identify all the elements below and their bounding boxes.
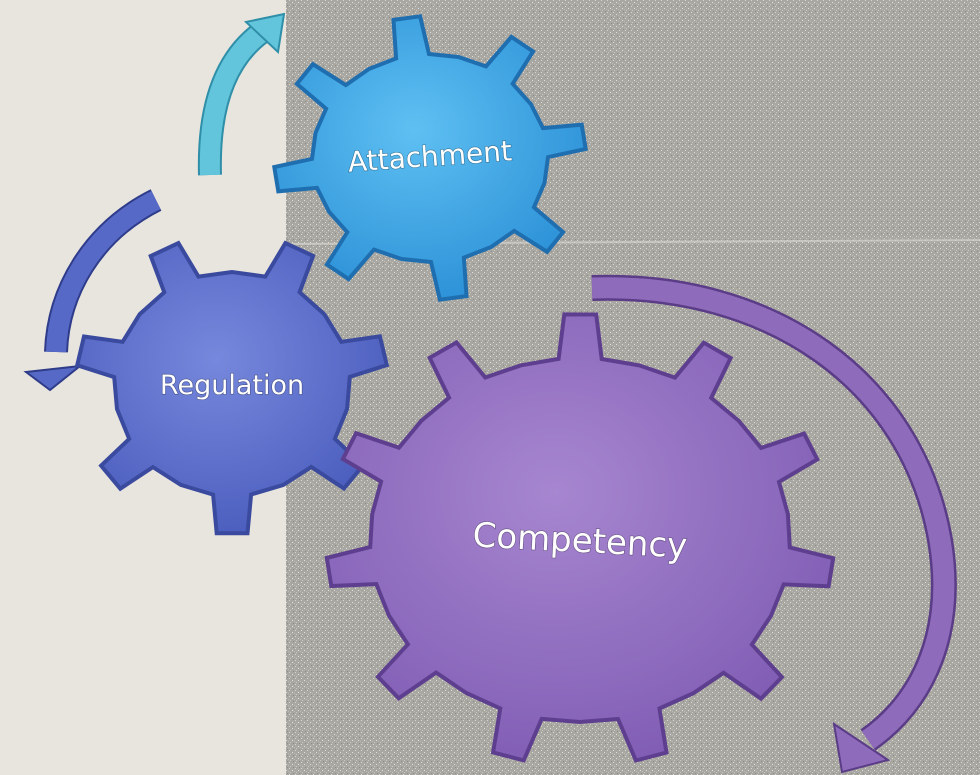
competency-gear: Competency bbox=[324, 312, 836, 763]
regulation-gear: Regulation bbox=[74, 240, 390, 536]
regulation-label: Regulation bbox=[160, 370, 304, 401]
attachment-label: Attachment bbox=[347, 134, 513, 178]
attachment-arrow bbox=[197, 12, 286, 176]
attachment-gear: Attachment bbox=[272, 14, 588, 302]
regulation-arrow bbox=[23, 189, 162, 392]
competency-arrow bbox=[591, 274, 957, 774]
